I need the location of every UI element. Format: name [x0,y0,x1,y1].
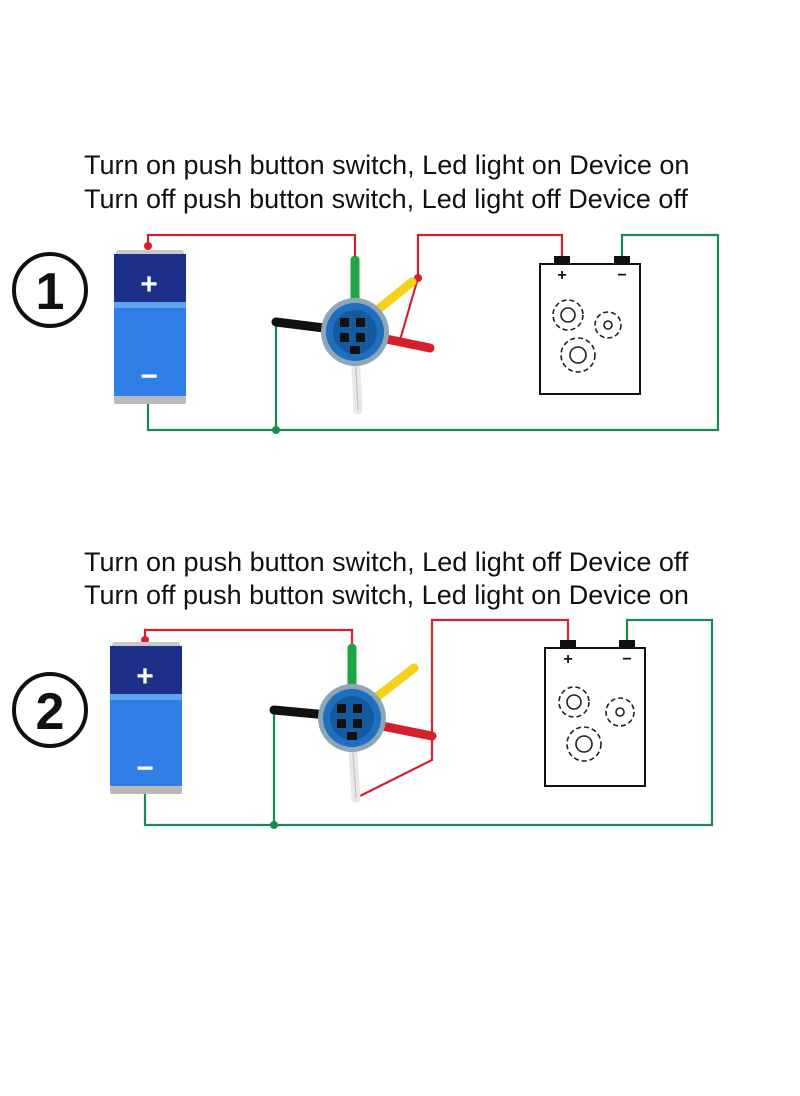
battery-plus-label: + [136,660,154,693]
device-plus-label: + [563,651,572,668]
device-gears-icon: + − [539,256,641,395]
device-gears-icon: + − [544,640,646,787]
diagram-1-svg: 1 + − [12,233,720,434]
diagram-1-caption-line-1: Turn on push button switch, Led light on… [84,150,690,180]
diagram-2-number-badge: 2 [12,672,88,748]
diagram-2-wires [143,618,714,827]
diagram-1-number: 1 [36,263,65,321]
device-minus-label: − [622,651,631,668]
battery-plus-label: + [140,268,158,301]
diagram-2-number: 2 [36,683,65,741]
push-button-switch-icon [271,255,435,415]
diagram-1-caption-line-2: Turn off push button switch, Led light o… [84,184,688,214]
diagram-2-svg: 2 + − [12,618,714,829]
device-plus-label: + [557,267,566,284]
diagram-2: 2 + − [0,610,800,840]
battery-icon: + − [110,642,182,794]
device-minus-label: − [617,267,626,284]
diagram-2-caption-line-2: Turn off push button switch, Led light o… [84,580,689,610]
push-button-switch-icon [269,643,437,803]
diagram-1: 1 + − [0,220,800,450]
diagram-2-caption-line-1: Turn on push button switch, Led light of… [84,547,689,577]
diagram-1-number-badge: 1 [12,252,88,328]
battery-icon: + − [114,250,186,404]
diagram-1-wires [146,233,720,432]
battery-minus-label: − [136,752,154,785]
battery-minus-label: − [140,360,158,393]
